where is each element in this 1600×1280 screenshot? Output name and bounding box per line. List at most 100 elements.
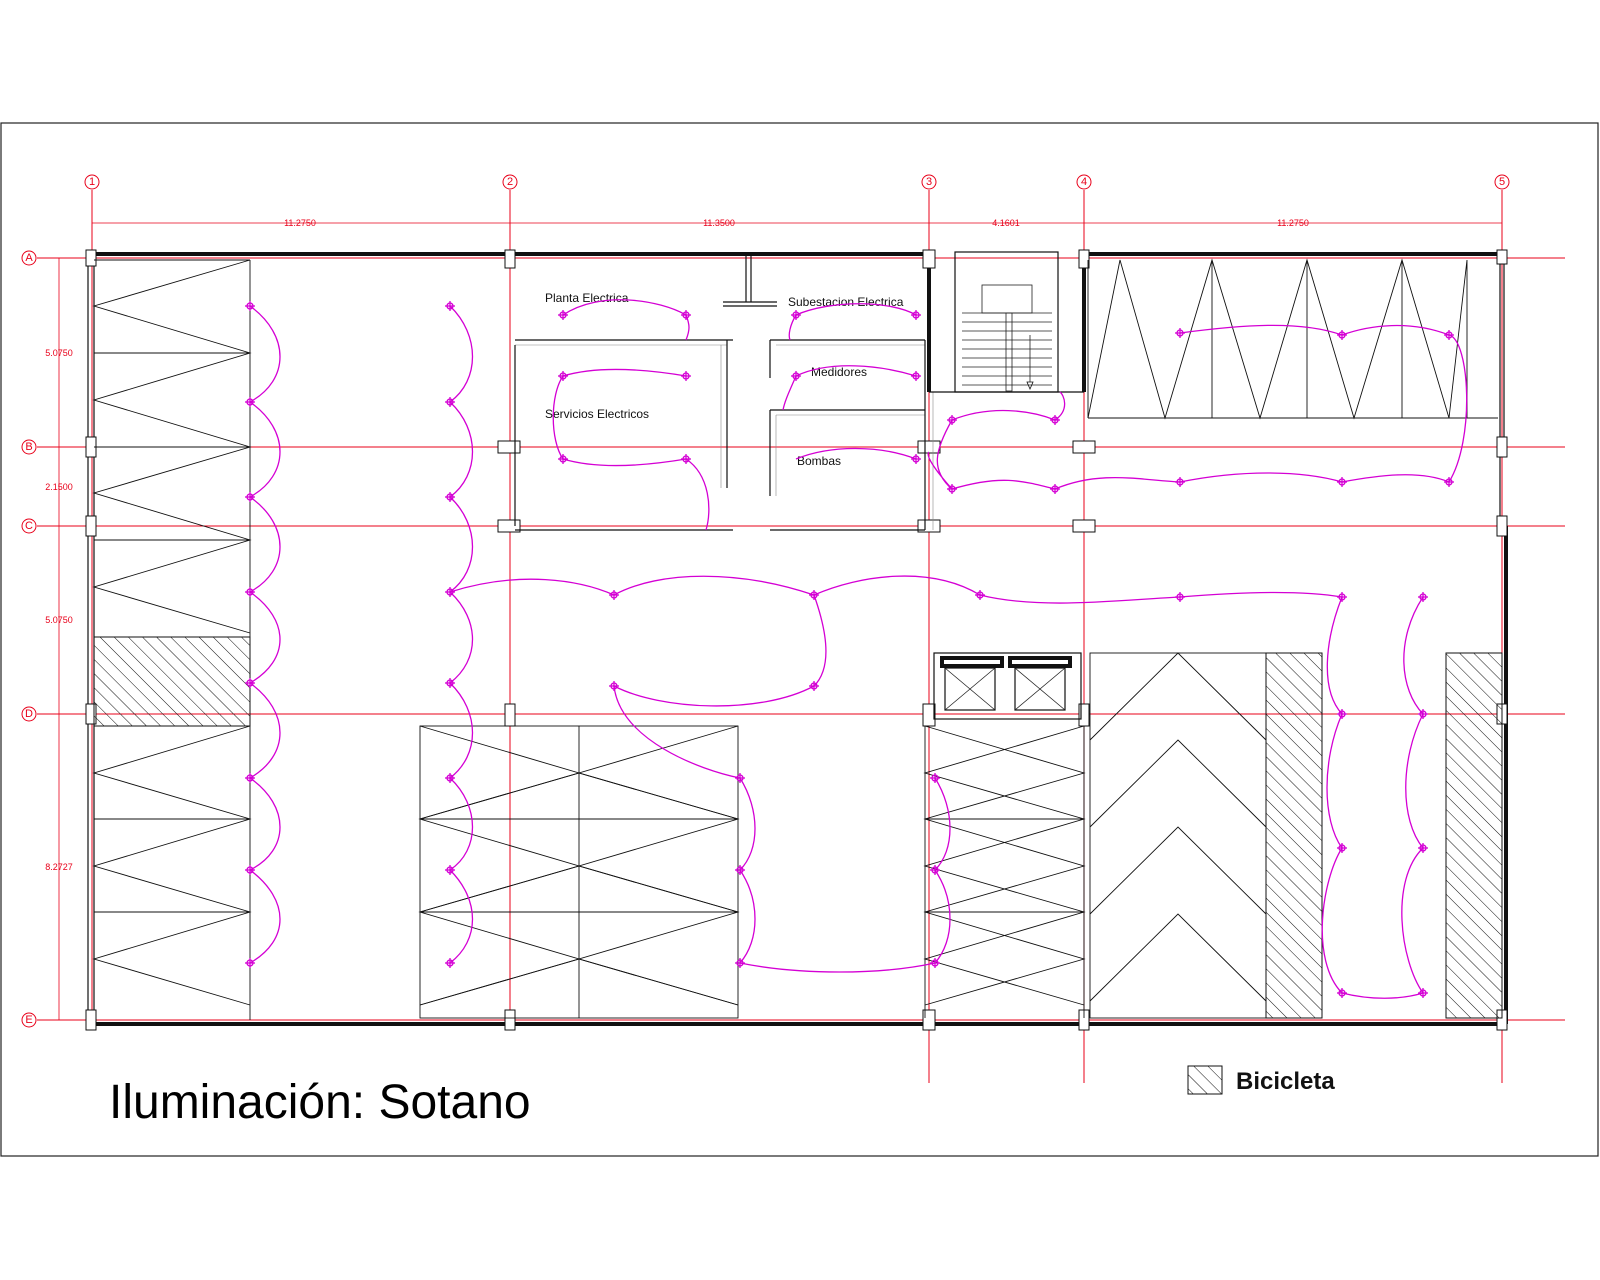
circuit-second-column (448, 305, 474, 964)
luminaire-icon (245, 958, 255, 968)
luminaire-icon (1418, 709, 1428, 719)
grid-bubble-5 (1494, 174, 1510, 190)
luminaire-icon (245, 587, 255, 597)
luminaire-icon (735, 773, 745, 783)
luminaire-icon (1444, 477, 1454, 487)
dim-text-h4: 11.2750 (1277, 218, 1309, 228)
circuit-northeast (927, 324, 1468, 490)
column (1078, 249, 1090, 269)
room-partitions (514, 254, 934, 531)
grid-bubble-c (21, 518, 37, 534)
column (922, 1009, 936, 1031)
luminaire-icon (558, 454, 568, 464)
dim-text-v1: 5.0750 (45, 348, 73, 358)
luminaire-icon (558, 371, 568, 381)
luminaire-icon (930, 865, 940, 875)
dimension-top: 11.2750 11.3500 4.1601 11.2750 (91, 218, 1503, 228)
elevator-cab-right (1014, 667, 1066, 711)
column (917, 440, 941, 454)
parking-stall-zigzag (1087, 258, 1468, 420)
luminaire-icon (911, 310, 921, 320)
dim-text-h3: 4.1601 (992, 218, 1020, 228)
column (497, 440, 521, 454)
luminaire-icon (445, 301, 455, 311)
grid-lines (37, 190, 1565, 1083)
circuit-medidores-bombas (782, 365, 917, 460)
grid-bubble-b (21, 439, 37, 455)
grid-label-1: 1 (89, 176, 95, 188)
column-bubbles: 1 2 3 4 5 (84, 174, 1510, 190)
dim-text-h1: 11.2750 (284, 218, 316, 228)
luminaire-icon (947, 415, 957, 425)
dimension-left: 5.0750 2.1500 5.0750 8.2727 (45, 257, 73, 1021)
grid-label-4: 4 (1081, 176, 1087, 188)
grid-bubble-4 (1076, 174, 1092, 190)
room-label-medidores: Medidores (811, 365, 867, 379)
column (504, 249, 516, 269)
dim-text-v4: 8.2727 (45, 862, 73, 872)
luminaire-icon (1337, 330, 1347, 340)
stair-arrow-icon (1026, 381, 1034, 391)
luminaire-icon (1175, 477, 1185, 487)
circuit-west-column (248, 305, 281, 964)
circuit-servicios (552, 368, 710, 531)
page-title: Iluminación: Sotano (109, 1076, 531, 1129)
luminaire-icon (791, 310, 801, 320)
luminaire-icon (735, 865, 745, 875)
luminaire-icon (681, 454, 691, 464)
dim-text-h2: 11.3500 (703, 218, 735, 228)
luminaires (245, 301, 1454, 998)
elevator-x (1014, 667, 1066, 711)
column (1496, 515, 1508, 537)
column (504, 703, 516, 727)
sheet-frame (0, 122, 1599, 1157)
stair-core (929, 251, 1084, 393)
luminaire-icon (930, 773, 940, 783)
room-label-planta-electrica: Planta Electrica (545, 291, 629, 305)
stair-handrail (1005, 312, 1013, 392)
column (1072, 440, 1096, 454)
grid-label-5: 5 (1499, 176, 1505, 188)
luminaire-icon (445, 678, 455, 688)
parking-southeast (1089, 652, 1503, 1019)
stair-treads (962, 312, 1052, 386)
parking-stall-lines (92, 259, 252, 1006)
luminaire-icon (681, 371, 691, 381)
luminaire-icon (975, 590, 985, 600)
parking-stall-diagonals (923, 725, 1086, 1006)
luminaire-icon (1337, 592, 1347, 602)
luminaire-icon (809, 590, 819, 600)
luminaire-icon (809, 681, 819, 691)
column (1496, 436, 1508, 458)
dim-text-v3: 5.0750 (45, 615, 73, 625)
luminaire-icon (1444, 330, 1454, 340)
lighting-circuits (248, 299, 1468, 999)
dim-text-v2: 2.1500 (45, 482, 73, 492)
luminaire-icon (445, 587, 455, 597)
elevator-cab-left (944, 667, 996, 711)
luminaire-icon (245, 301, 255, 311)
elevator-x (944, 667, 996, 711)
luminaire-icon (445, 773, 455, 783)
circuit-main-run (449, 575, 1343, 604)
parking-stall-diagonals-2 (419, 772, 739, 1006)
luminaire-icon (245, 773, 255, 783)
luminaire-icon (947, 484, 957, 494)
circuit-east-run (1321, 596, 1425, 999)
luminaire-icon (609, 681, 619, 691)
parking-core-south (923, 725, 1086, 1018)
room-label-bombas: Bombas (797, 454, 841, 468)
grid-label-b: B (25, 441, 32, 453)
luminaire-icon (558, 310, 568, 320)
grid-label-3: 3 (926, 176, 932, 188)
column (1072, 519, 1096, 533)
room-label-servicios-electricos: Servicios Electricos (545, 407, 649, 421)
room-label-subestacion-electrica: Subestacion Electrica (788, 295, 904, 309)
luminaire-icon (1337, 477, 1347, 487)
luminaire-icon (1418, 843, 1428, 853)
luminaire-icon (1050, 415, 1060, 425)
bicycle-area-east (1445, 652, 1503, 1019)
grid-bubble-1 (84, 174, 100, 190)
luminaire-icon (681, 310, 691, 320)
